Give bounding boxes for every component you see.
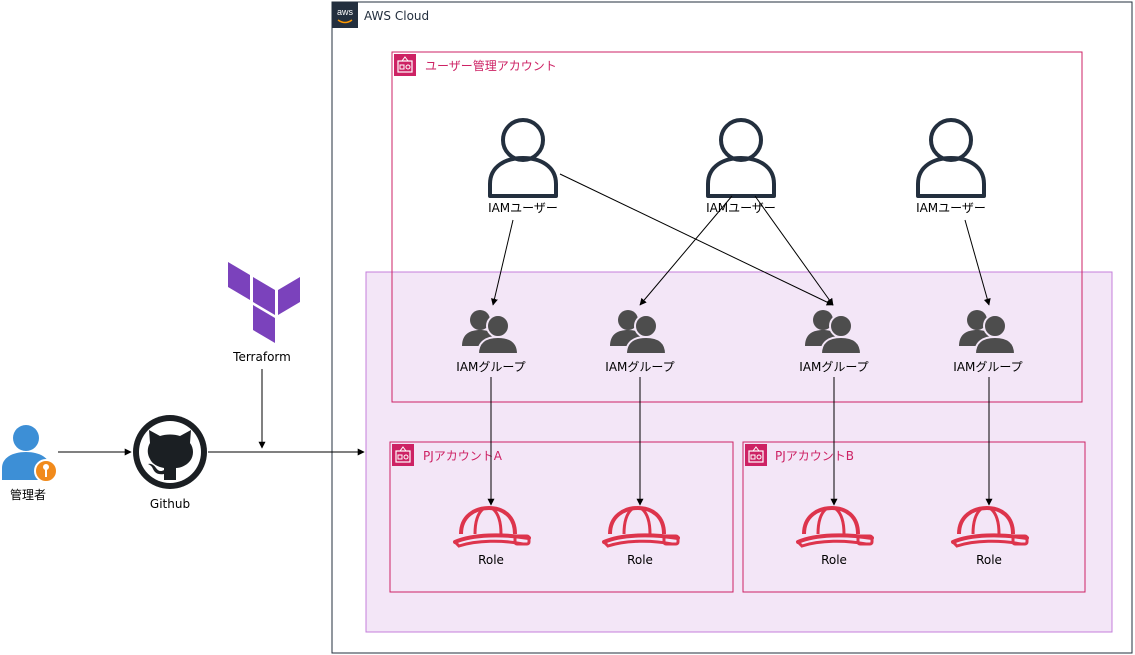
admin-node: 管理者 — [2, 425, 58, 502]
svg-text:aws: aws — [337, 7, 354, 17]
role-3: Role — [796, 506, 874, 567]
iam-user-label: IAMユーザー — [488, 201, 558, 215]
iam-user-label: IAMユーザー — [706, 201, 776, 215]
user-account-label: ユーザー管理アカウント — [425, 58, 557, 73]
aws-logo-icon: aws — [332, 2, 358, 28]
admin-user-icon — [2, 425, 58, 483]
role-label: Role — [478, 553, 504, 567]
account-icon — [391, 443, 415, 467]
github-icon — [133, 415, 207, 489]
role-label: Role — [976, 553, 1002, 567]
github-label: Github — [150, 497, 190, 511]
pj-account-b-label: PJアカウントB — [775, 449, 854, 463]
iam-user-2: IAMユーザー — [706, 118, 776, 215]
terraform-icon — [228, 262, 300, 343]
terraform-node: Terraform — [228, 262, 300, 364]
pj-account-a: PJアカウントA — [389, 441, 734, 593]
role-4: Role — [951, 506, 1029, 567]
user-management-account: ユーザー管理アカウント — [391, 51, 1083, 403]
aws-cloud-group: aws AWS Cloud — [331, 1, 1133, 654]
edge-user1-group1 — [491, 219, 514, 306]
role-label: Role — [627, 553, 653, 567]
github-node: Github — [133, 415, 207, 511]
pj-account-a-label: PJアカウントA — [423, 449, 503, 463]
admin-label: 管理者 — [10, 487, 46, 502]
aws-cloud-label: AWS Cloud — [364, 9, 429, 23]
iam-user-icon — [916, 118, 986, 198]
role-2: Role — [602, 506, 680, 567]
role-label: Role — [821, 553, 847, 567]
terraform-label: Terraform — [232, 350, 291, 364]
iam-group-label: IAMグループ — [953, 360, 1022, 374]
iam-group-1: IAMグループ — [456, 309, 526, 374]
account-icon — [393, 53, 417, 77]
iam-user-1: IAMユーザー — [488, 118, 558, 215]
edges — [58, 173, 993, 506]
edge-user1-group3 — [559, 173, 834, 306]
iam-group-label: IAMグループ — [605, 360, 674, 374]
iam-user-3: IAMユーザー — [916, 118, 986, 215]
edge-user2-group2 — [639, 195, 733, 306]
iam-user-label: IAMユーザー — [916, 201, 986, 215]
iam-user-icon — [706, 118, 776, 198]
account-icon — [744, 443, 768, 467]
iam-group-label: IAMグループ — [799, 360, 868, 374]
iam-group-3: IAMグループ — [799, 309, 869, 374]
iam-user-icon — [488, 118, 558, 198]
iam-group-2: IAMグループ — [605, 309, 675, 374]
edge-user2-group3 — [754, 195, 834, 306]
iam-group-label: IAMグループ — [456, 360, 525, 374]
role-1: Role — [453, 506, 531, 567]
edge-user3-group4 — [964, 219, 991, 306]
iam-group-4: IAMグループ — [953, 309, 1023, 374]
